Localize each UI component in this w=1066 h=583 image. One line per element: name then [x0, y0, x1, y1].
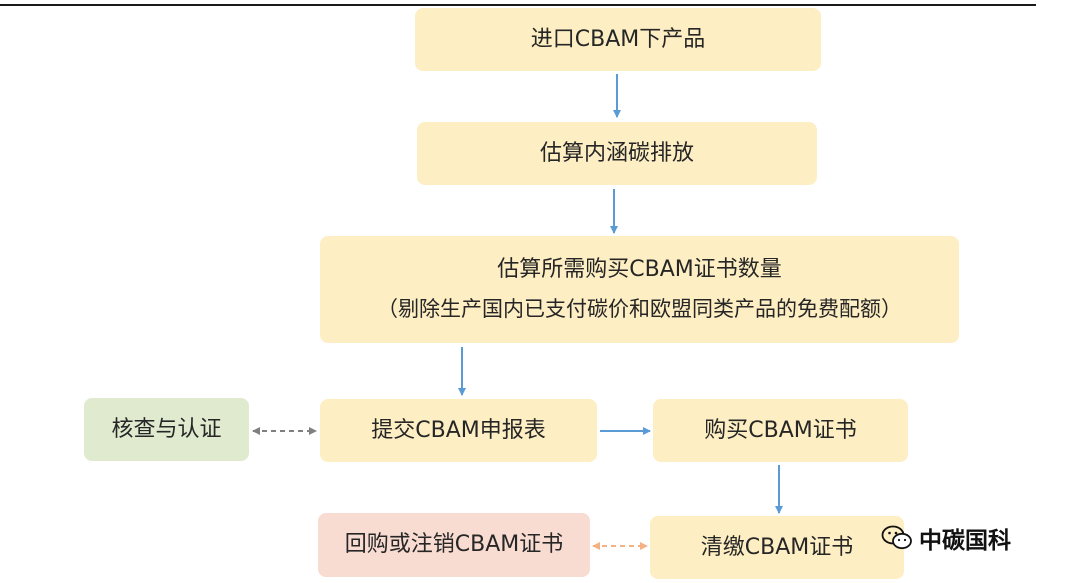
buy-certificates-box: 购买CBAM证书	[653, 399, 908, 462]
watermark-text: 中碳国科	[919, 528, 1011, 554]
estimate-emissions-box: 估算内涵碳排放	[417, 122, 817, 185]
surrender-certificates-label: 清缴CBAM证书	[700, 534, 854, 560]
wechat-icon	[881, 525, 912, 550]
estimate-emissions-label: 估算内涵碳排放	[539, 140, 694, 166]
watermark: 中碳国科	[881, 520, 1011, 556]
top-rule	[0, 4, 1036, 6]
submit-report-label: 提交CBAM申报表	[371, 417, 546, 443]
estimate-certificates-box: 估算所需购买CBAM证书数量 （剔除生产国内已支付碳价和欧盟同类产品的免费配额）	[320, 236, 959, 343]
import-products-box: 进口CBAM下产品	[415, 8, 821, 71]
surrender-certificates-box: 清缴CBAM证书	[650, 516, 904, 579]
import-products-label: 进口CBAM下产品	[530, 26, 706, 52]
repurchase-cancel-label: 回购或注销CBAM证书	[344, 532, 564, 558]
verification-box: 核查与认证	[84, 398, 249, 461]
estimate-certificates-note: （剔除生产国内已支付碳价和欧盟同类产品的免费配额）	[377, 297, 902, 322]
estimate-certificates-title: 估算所需购买CBAM证书数量	[497, 256, 782, 282]
repurchase-cancel-box: 回购或注销CBAM证书	[318, 513, 590, 577]
submit-report-box: 提交CBAM申报表	[320, 399, 597, 462]
verification-label: 核查与认证	[111, 416, 222, 442]
buy-certificates-label: 购买CBAM证书	[704, 417, 857, 443]
